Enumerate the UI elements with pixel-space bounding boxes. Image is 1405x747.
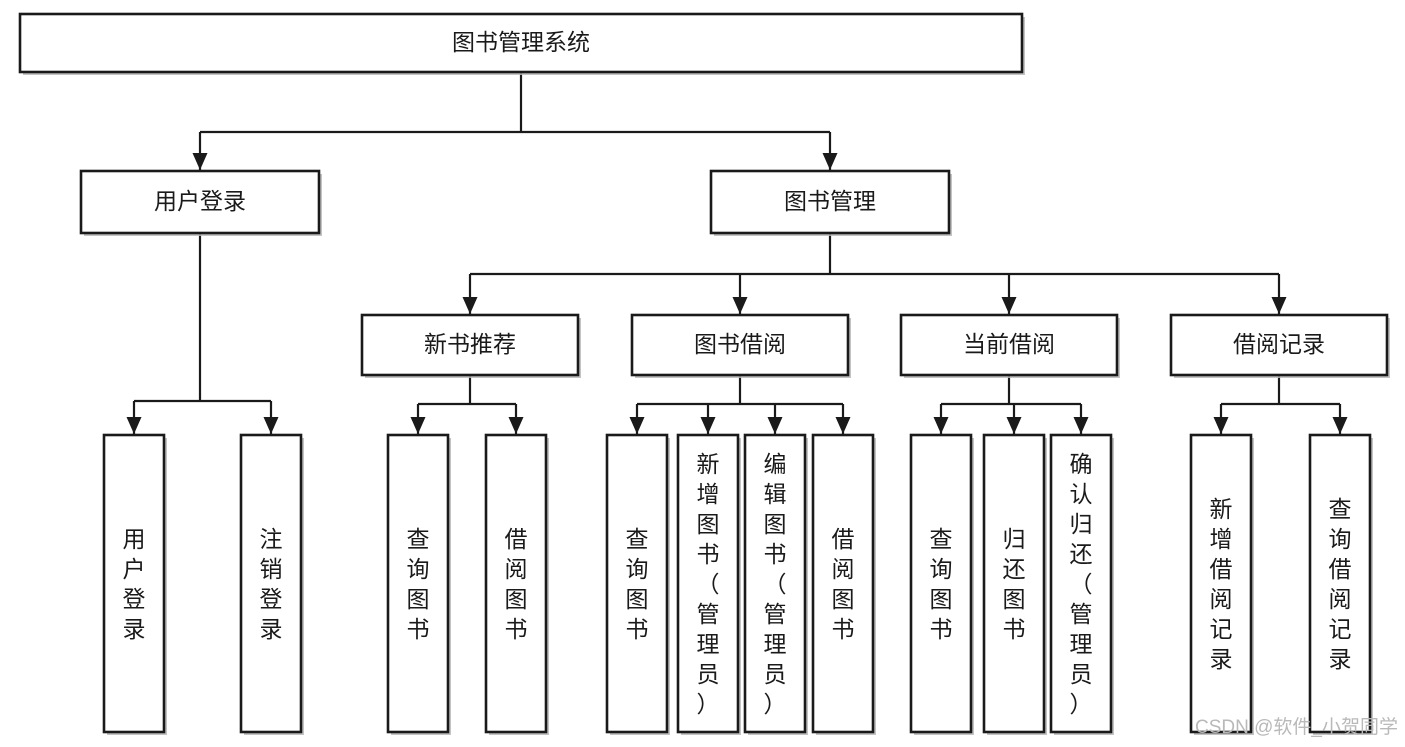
node-borrow-record[interactable]: 借阅记录 [1169,313,1390,378]
edge-group-userlogin-children [126,233,279,434]
node-new-book-rec[interactable]: 新书推荐 [360,313,581,378]
node-label: 图书借阅 [694,331,786,357]
node-box[interactable] [676,433,740,734]
node-box[interactable] [18,12,1024,74]
node-leaf-confirm-return[interactable]: 确认归还（管理员） [1049,433,1114,735]
node-label: 查询图书 [407,526,430,642]
edge-layer [126,72,1348,434]
node-box[interactable] [743,433,807,734]
node-label: 归还图书 [1003,526,1026,642]
node-box[interactable] [630,313,850,377]
node-label: 借阅图书 [505,526,528,642]
node-box[interactable] [1169,313,1389,377]
csdn-watermark: CSDN @软件_小贺同学 [1195,716,1398,738]
node-label: 用户登录 [123,526,146,642]
node-box[interactable] [1189,433,1253,734]
node-book-borrow[interactable]: 图书借阅 [630,313,851,378]
node-label: 注销登录 [260,526,283,642]
node-leaf-query-book-bw[interactable]: 查询图书 [605,433,670,735]
node-box[interactable] [811,433,875,734]
node-label: 查询图书 [930,526,953,642]
node-box[interactable] [386,433,450,734]
node-box[interactable] [102,433,166,734]
node-box[interactable] [909,433,973,734]
node-box[interactable] [1308,433,1372,734]
node-box[interactable] [239,433,303,734]
node-leaf-query-record[interactable]: 查询借阅记录 [1308,433,1373,735]
node-box[interactable] [899,313,1119,377]
edge-group-root-children [192,72,838,170]
node-label: 当前借阅 [963,331,1055,357]
node-label: 用户登录 [154,188,246,214]
node-leaf-query-book-cb[interactable]: 查询图书 [909,433,974,735]
node-label: 查询借阅记录 [1329,496,1352,672]
node-leaf-add-book[interactable]: 新增图书（管理员） [676,433,741,735]
node-user-login[interactable]: 用户登录 [79,169,322,236]
node-label: 图书管理系统 [452,29,590,55]
node-label: 图书管理 [784,188,876,214]
node-label: 编辑图书（管理员） [764,451,787,717]
node-box[interactable] [360,313,580,377]
edge-group-borrowrecord-children [1213,375,1348,434]
edge-group-bookborrow-children [629,375,851,434]
node-box[interactable] [982,433,1046,734]
node-leaf-borrow-book-rec[interactable]: 借阅图书 [484,433,549,735]
node-leaf-edit-book[interactable]: 编辑图书（管理员） [743,433,808,735]
node-root[interactable]: 图书管理系统 [18,12,1025,75]
node-label: 借阅图书 [832,526,855,642]
node-label: 借阅记录 [1233,331,1325,357]
node-leaf-logout[interactable]: 注销登录 [239,433,304,735]
node-box[interactable] [709,169,951,235]
node-current-borrow[interactable]: 当前借阅 [899,313,1120,378]
node-label: 确认归还（管理员） [1070,451,1093,717]
edge-group-newbookrec-children [410,375,524,434]
watermark-layer: CSDN @软件_小贺同学 [1195,716,1398,738]
node-box[interactable] [79,169,321,235]
edge-group-bookmanage-children [462,233,1287,314]
node-label: 查询图书 [626,526,649,642]
node-leaf-return-book[interactable]: 归还图书 [982,433,1047,735]
node-box[interactable] [484,433,548,734]
node-layer: 图书管理系统用户登录图书管理新书推荐图书借阅当前借阅借阅记录用户登录注销登录查询… [18,12,1390,735]
node-book-manage[interactable]: 图书管理 [709,169,952,236]
node-box[interactable] [1049,433,1113,734]
node-leaf-user-login[interactable]: 用户登录 [102,433,167,735]
node-label: 新增图书（管理员） [697,451,720,717]
node-label: 新增借阅记录 [1210,496,1233,672]
node-label: 新书推荐 [424,331,516,357]
edge-group-currentborrow-children [933,375,1089,434]
node-leaf-query-book-rec[interactable]: 查询图书 [386,433,451,735]
node-box[interactable] [605,433,669,734]
node-leaf-borrow-book-bw[interactable]: 借阅图书 [811,433,876,735]
node-leaf-add-record[interactable]: 新增借阅记录 [1189,433,1254,735]
